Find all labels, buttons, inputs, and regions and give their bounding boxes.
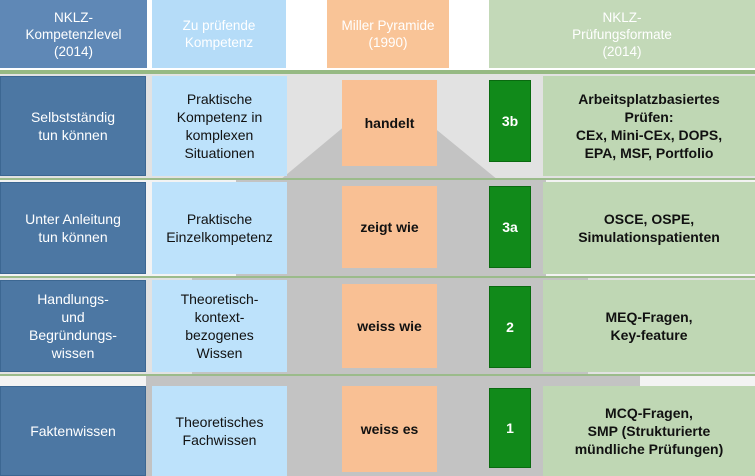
competence-cell-1: Praktische Kompetenz in komplexen Situat… [152,76,287,176]
formats-cell-1: Arbeitsplatzbasiertes Prüfen: CEx, Mini-… [543,76,755,176]
formats-cell-2: OSCE, OSPE, Simulationspatienten [543,182,755,274]
row-separator-1 [0,178,755,180]
code-cell-2: 3a [489,186,531,268]
competence-cell-3: Theoretisch- kontext- bezogenes Wissen [152,280,287,372]
competence-cell-2: Praktische Einzelkompetenz [152,182,287,274]
code-cell-1: 3b [489,80,531,162]
row-separator-2 [0,276,755,278]
formats-cell-3: MEQ-Fragen, Key-feature [543,280,755,372]
header-pruefungsformate: NKLZ- Prüfungsformate (2014) [489,0,755,68]
row-separator-3 [0,374,755,376]
header-kompetenzlevel: NKLZ- Kompetenzlevel (2014) [0,0,147,68]
miller-cell-2: zeigt wie [342,186,437,268]
level-cell-2: Unter Anleitung tun können [0,182,146,274]
miller-cell-1: handelt [342,80,437,166]
miller-cell-3: weiss wie [342,284,437,368]
code-cell-4: 1 [489,388,531,468]
code-cell-3: 2 [489,286,531,368]
formats-cell-4: MCQ-Fragen, SMP (Strukturierte mündliche… [543,386,755,476]
level-cell-4: Faktenwissen [0,386,146,476]
header-zu-pruefende-kompetenz: Zu prüfende Kompetenz [152,0,286,68]
level-cell-3: Handlungs- und Begründungs- wissen [0,280,146,372]
header-miller-pyramide: Miller Pyramide (1990) [327,0,449,68]
header-separator [0,70,755,74]
level-cell-1: Selbstständig tun können [0,76,146,176]
miller-cell-4: weiss es [342,386,437,472]
competence-cell-4: Theoretisches Fachwissen [152,386,287,476]
